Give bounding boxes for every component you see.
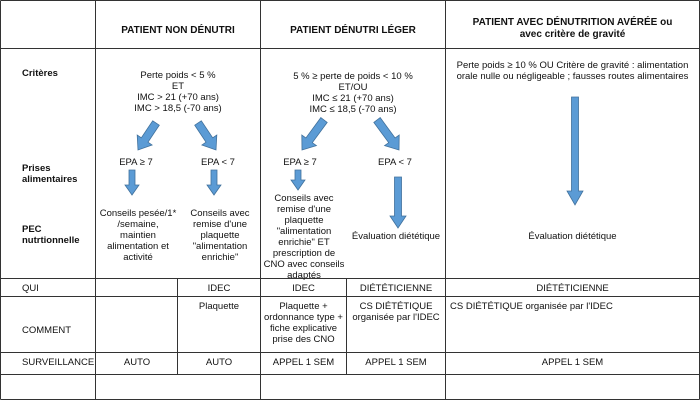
surveillance-leger-high: APPEL 1 SEM bbox=[272, 357, 335, 368]
qui-non-denutri-low: IDEC bbox=[207, 283, 231, 294]
header-denutrition-averee: PATIENT AVEC DÉNUTRITION AVÉRÉE ou avec … bbox=[472, 17, 673, 40]
surveillance-non-denutri-low: AUTO bbox=[205, 357, 233, 368]
epa-leger-low: EPA < 7 bbox=[378, 157, 412, 168]
comment-leger-high: Plaquette + ordonnance type + fiche expl… bbox=[264, 301, 343, 345]
surveillance-denutrition-averee: APPEL 1 SEM bbox=[541, 357, 604, 368]
criteria-non-denutri: Perte poids < 5 % ET IMC > 21 (+70 ans) … bbox=[134, 70, 222, 114]
comment-denutrition-averee: CS DIÉTÉTIQUE organisée par l'IDEC bbox=[450, 301, 613, 312]
arrow-criteria-to-epa-low-col2 bbox=[373, 117, 400, 151]
pec-non-denutri-low: Conseils avec remise d'une plaquette "al… bbox=[190, 208, 250, 263]
arrow-criteria-to-epa-high-col1 bbox=[136, 120, 160, 151]
qui-leger-low: DIÉTÉTICIENNE bbox=[359, 283, 433, 294]
row-label-qui: QUI bbox=[22, 283, 39, 294]
pec-leger-low: Évaluation diététique bbox=[351, 231, 441, 242]
qui-denutrition-averee: DIÉTÉTICIENNE bbox=[536, 283, 609, 294]
flow-arrows bbox=[124, 96, 584, 229]
row-label-prises-alimentaires: Prises alimentaires bbox=[22, 163, 78, 185]
epa-leger-high: EPA ≥ 7 bbox=[283, 157, 317, 168]
criteria-denutrition-averee: Perte poids ≥ 10 % OU Critère de gravité… bbox=[456, 60, 689, 82]
comment-non-denutri-low: Plaquette bbox=[198, 301, 240, 312]
header-denutri-leger: PATIENT DÉNUTRI LÉGER bbox=[290, 25, 416, 36]
epa-non-denutri-low: EPA < 7 bbox=[201, 157, 235, 168]
qui-leger-high: IDEC bbox=[292, 283, 315, 294]
surveillance-leger-low: APPEL 1 SEM bbox=[365, 357, 427, 368]
arrow-epa-high-to-pec-col2 bbox=[290, 169, 306, 191]
criteria-denutri-leger: 5 % ≥ perte de poids < 10 % ET/OU IMC ≤ … bbox=[293, 71, 413, 115]
row-label-comment: COMMENT bbox=[22, 325, 72, 336]
arrow-criteria-to-epa-low-col1 bbox=[194, 120, 218, 151]
arrow-epa-low-to-pec-col2 bbox=[389, 176, 407, 229]
arrow-epa-high-to-pec-col1 bbox=[124, 169, 140, 196]
arrow-criteria-to-pec-col3 bbox=[566, 96, 584, 206]
epa-non-denutri-high: EPA ≥ 7 bbox=[119, 157, 153, 168]
pec-leger-high: Conseils avec remise d'une plaquette "al… bbox=[263, 193, 345, 281]
pec-denutrition-averee: Évaluation diététique bbox=[528, 231, 617, 242]
arrow-criteria-to-epa-high-col2 bbox=[301, 117, 328, 151]
arrow-epa-low-to-pec-col1 bbox=[206, 169, 222, 196]
header-non-denutri: PATIENT NON DÉNUTRI bbox=[121, 25, 235, 36]
surveillance-non-denutri-high: AUTO bbox=[123, 357, 151, 368]
comment-leger-low: CS DIÉTÉTIQUE organisée par l'IDEC bbox=[352, 301, 440, 323]
row-label-pec-nutritionnelle: PEC nutrtionnelle bbox=[22, 224, 80, 246]
pec-non-denutri-high: Conseils pesée/1* /semaine, maintien ali… bbox=[99, 208, 177, 263]
row-label-criteres: Critères bbox=[22, 68, 58, 79]
row-label-surveillance: SURVEILLANCE bbox=[22, 357, 95, 368]
